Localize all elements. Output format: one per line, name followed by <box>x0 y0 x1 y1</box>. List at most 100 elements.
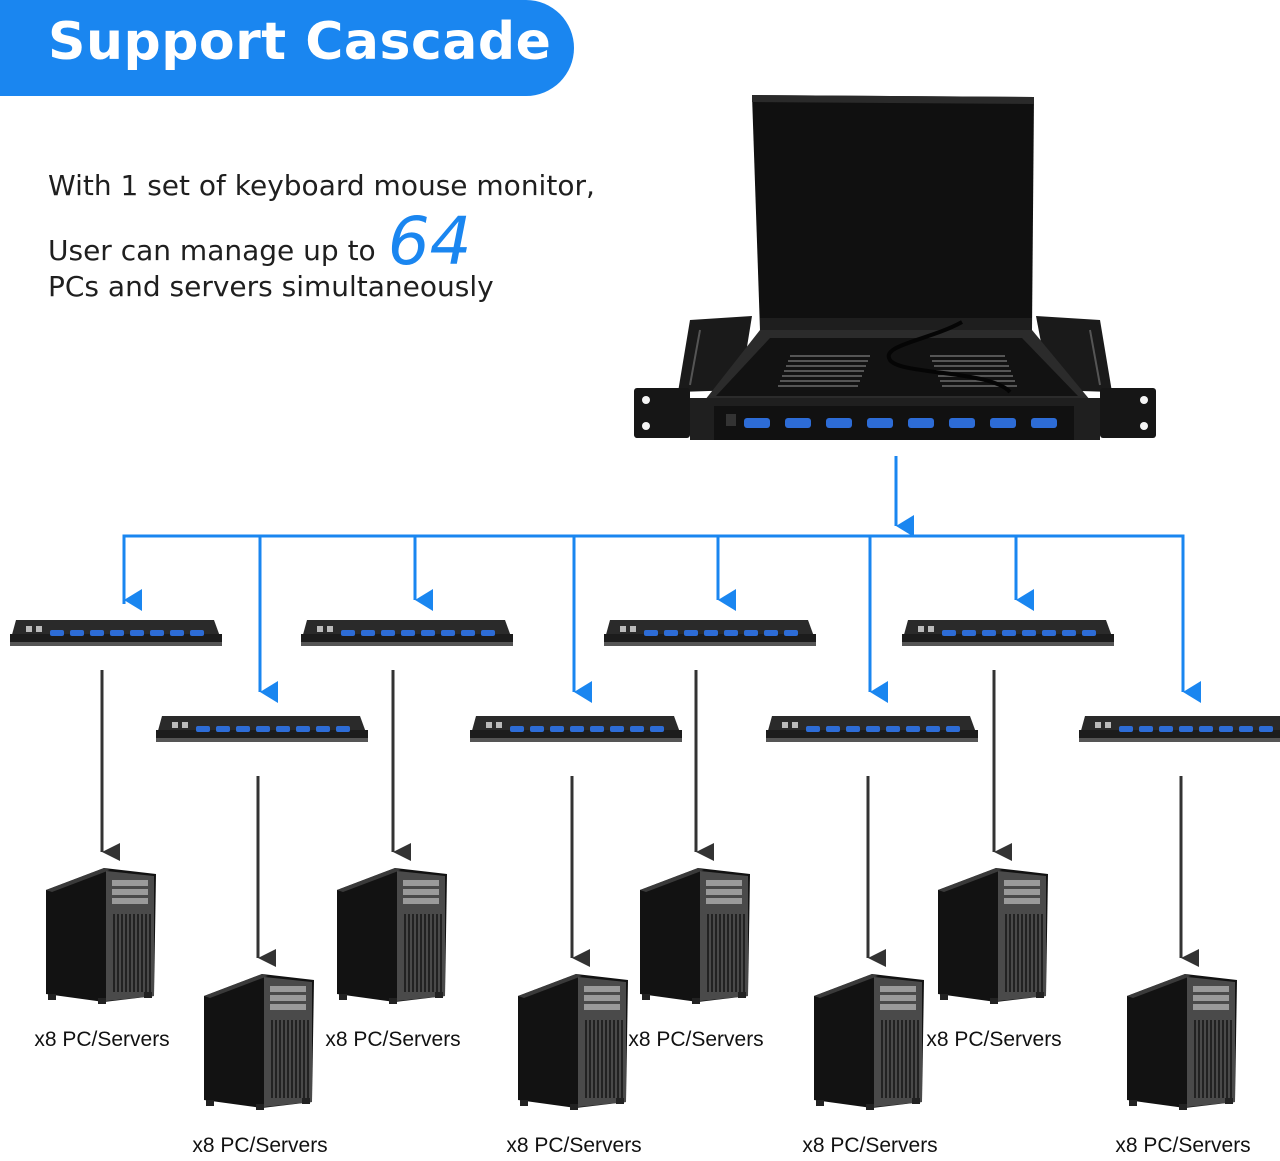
server-tower-icon <box>1127 974 1237 1110</box>
vga-port <box>1239 726 1253 732</box>
vga-port <box>784 630 798 636</box>
vga-port <box>949 418 975 428</box>
vga-port <box>236 726 250 732</box>
dark-connection-lines <box>100 670 1199 967</box>
drive-bay <box>112 898 148 904</box>
foot <box>302 1098 310 1104</box>
intro-line-1: With 1 set of keyboard mouse monitor, <box>48 169 595 202</box>
vga-port <box>316 726 330 732</box>
title-banner <box>0 0 574 96</box>
drive-bay <box>112 880 148 886</box>
vga-port <box>481 630 495 636</box>
switch-led <box>486 722 492 728</box>
drive-bay <box>584 1004 620 1010</box>
drive-bay <box>403 889 439 895</box>
vga-port <box>50 630 64 636</box>
vga-port <box>650 726 664 732</box>
foot <box>1129 1100 1137 1106</box>
foot <box>866 1104 874 1110</box>
vga-port <box>150 630 164 636</box>
foot <box>520 1100 528 1106</box>
server-tower-icon <box>337 868 447 1004</box>
vga-port <box>401 630 415 636</box>
foot <box>692 998 700 1004</box>
vga-port <box>610 726 624 732</box>
drive-bay <box>1193 995 1229 1001</box>
intro-text: With 1 set of keyboard mouse monitor, Us… <box>48 168 595 305</box>
switch-led <box>496 722 502 728</box>
vga-port <box>590 726 604 732</box>
foot <box>1225 1098 1233 1104</box>
switch-led <box>327 626 333 632</box>
drive-bay <box>706 880 742 886</box>
switch-led <box>782 722 788 728</box>
server-group-label: x8 PC/Servers <box>506 1134 642 1157</box>
vga-port <box>1031 418 1057 428</box>
server-group-label: x8 PC/Servers <box>192 1134 328 1157</box>
foot <box>256 1104 264 1110</box>
vga-port <box>510 726 524 732</box>
switch-led <box>1105 722 1111 728</box>
server-group-label: x8 PC/Servers <box>628 1028 764 1051</box>
foot <box>1179 1104 1187 1110</box>
page-title: Support Cascade <box>48 12 552 72</box>
vga-port <box>1199 726 1213 732</box>
vga-port <box>1119 726 1133 732</box>
server-group-label: x8 PC/Servers <box>802 1134 938 1157</box>
drive-bay <box>880 1004 916 1010</box>
drive-bay <box>584 995 620 1001</box>
lcd-screen <box>752 95 1034 330</box>
server-group-label: x8 PC/Servers <box>325 1028 461 1051</box>
vga-port <box>1062 630 1076 636</box>
vga-port <box>744 418 770 428</box>
vga-port <box>785 418 811 428</box>
foot <box>642 994 650 1000</box>
server-tower-icon <box>640 868 750 1004</box>
blue-connection-lines <box>122 456 1201 703</box>
vga-port <box>908 418 934 428</box>
vga-port <box>381 630 395 636</box>
vga-port <box>1259 726 1273 732</box>
vga-port <box>110 630 124 636</box>
vga-port <box>461 630 475 636</box>
vga-port <box>90 630 104 636</box>
vga-port <box>946 726 960 732</box>
vga-port <box>570 726 584 732</box>
foot <box>990 998 998 1004</box>
vga-port <box>276 726 290 732</box>
drive-bay <box>1004 898 1040 904</box>
vga-port <box>664 630 678 636</box>
switch-led <box>620 626 626 632</box>
foot <box>435 992 443 998</box>
vga-port <box>806 726 820 732</box>
kvm-switch-icon <box>470 716 682 742</box>
vga-port <box>704 630 718 636</box>
kvm-switch-icon <box>766 716 978 742</box>
foot <box>206 1100 214 1106</box>
foot <box>940 994 948 1000</box>
server-tower-icon <box>518 974 628 1110</box>
drive-bay <box>1004 889 1040 895</box>
intro-line-3: PCs and servers simultaneously <box>48 270 494 303</box>
vga-port <box>846 726 860 732</box>
drive-bay <box>584 986 620 992</box>
kvm-switch-icon <box>10 620 222 646</box>
vga-port <box>196 726 210 732</box>
server-group-label: x8 PC/Servers <box>1115 1134 1251 1157</box>
vga-port <box>216 726 230 732</box>
foot <box>738 992 746 998</box>
vga-port <box>256 726 270 732</box>
switch-led <box>630 626 636 632</box>
vga-port <box>530 726 544 732</box>
foot <box>1036 992 1044 998</box>
foot <box>570 1104 578 1110</box>
switch-led <box>1095 722 1101 728</box>
switch-led <box>172 722 178 728</box>
server-group-label: x8 PC/Servers <box>34 1028 170 1051</box>
drive-bay <box>1193 986 1229 992</box>
vga-port <box>421 630 435 636</box>
kvm-switch-icon <box>156 716 368 742</box>
server-tower-icon <box>814 974 924 1110</box>
kvm-switch-icon <box>604 620 816 646</box>
